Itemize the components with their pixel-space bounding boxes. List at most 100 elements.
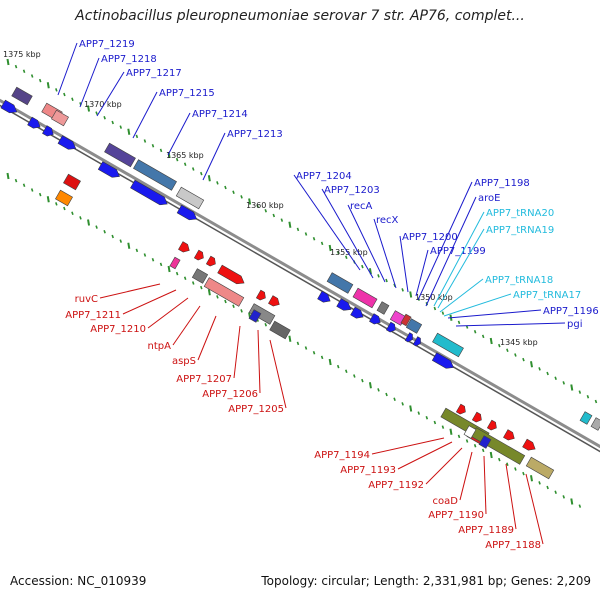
gene-arrow bbox=[268, 295, 280, 307]
label-leader-line bbox=[197, 315, 217, 361]
tick-mark bbox=[320, 355, 324, 360]
gene-box-rect bbox=[104, 142, 136, 168]
gene-box bbox=[51, 109, 69, 127]
gene-label: aspS bbox=[172, 356, 196, 367]
gene-arrow bbox=[503, 429, 515, 441]
tick-mark bbox=[200, 171, 203, 176]
tick-mark bbox=[127, 242, 131, 249]
tick-mark bbox=[264, 209, 267, 213]
gene-label: APP7_1211 bbox=[65, 310, 121, 321]
tick-mark bbox=[498, 343, 501, 348]
scale-label: 1360 kbp bbox=[246, 201, 284, 210]
tick-mark bbox=[207, 289, 211, 296]
tick-mark bbox=[336, 364, 340, 369]
gene-arrow-shape bbox=[193, 249, 204, 261]
tick-mark bbox=[409, 291, 413, 298]
tick-mark bbox=[143, 253, 147, 257]
gene-box-rect bbox=[478, 435, 492, 449]
label-leader-line bbox=[202, 132, 226, 181]
label-leader-line bbox=[122, 289, 177, 315]
gene-arrow-shape bbox=[431, 352, 454, 369]
scale-label: 1375 kbp bbox=[3, 50, 41, 59]
tick-mark bbox=[546, 485, 549, 490]
tick-mark bbox=[103, 230, 106, 234]
tick-mark bbox=[457, 434, 461, 439]
tick-mark bbox=[304, 232, 308, 236]
gene-label: APP7_1219 bbox=[79, 39, 135, 50]
gene-arrow bbox=[336, 298, 352, 311]
tick-mark bbox=[393, 397, 396, 401]
tick-mark bbox=[135, 248, 139, 253]
tick-mark bbox=[151, 143, 155, 148]
tick-mark bbox=[256, 204, 259, 208]
tick-mark bbox=[433, 420, 437, 425]
gene-label: APP7_1200 bbox=[402, 232, 458, 243]
tick-mark bbox=[30, 188, 34, 192]
gene-box bbox=[405, 318, 423, 334]
gene-arrow-shape bbox=[404, 332, 413, 343]
tick-mark bbox=[578, 504, 582, 508]
gene-arrow-shape bbox=[130, 179, 168, 206]
tick-mark bbox=[401, 288, 404, 292]
gene-arrow bbox=[404, 332, 413, 343]
scale-label: 1350 kbp bbox=[415, 293, 453, 302]
gene-box-rect bbox=[175, 186, 205, 210]
tick-mark bbox=[6, 172, 10, 180]
label-leader-line bbox=[167, 112, 191, 156]
tick-mark bbox=[465, 439, 469, 443]
tick-mark bbox=[570, 384, 574, 391]
tick-mark bbox=[95, 111, 98, 115]
tick-mark bbox=[175, 157, 179, 162]
gene-box-rect bbox=[191, 268, 209, 284]
gene-label: APP7_1190 bbox=[428, 510, 484, 521]
gene-arrow bbox=[176, 204, 198, 221]
tick-mark bbox=[473, 443, 477, 448]
gene-label: APP7_1217 bbox=[126, 68, 182, 79]
tick-mark bbox=[377, 388, 380, 392]
gene-box-rect bbox=[203, 277, 245, 307]
gene-label: APP7_1203 bbox=[324, 185, 380, 196]
gene-arrow-shape bbox=[57, 135, 77, 150]
gene-arrow-shape bbox=[522, 438, 536, 451]
gene-label: APP7_1194 bbox=[314, 450, 370, 461]
tick-mark bbox=[111, 234, 114, 239]
tick-mark bbox=[586, 395, 590, 399]
gene-label: coaD bbox=[433, 496, 459, 507]
label-leader-line bbox=[459, 451, 473, 501]
gene-label: APP7_1214 bbox=[192, 109, 248, 120]
tick-mark bbox=[240, 195, 243, 199]
tick-mark bbox=[159, 262, 163, 267]
gene-label: recA bbox=[350, 201, 373, 212]
label-leader-line bbox=[371, 437, 445, 455]
tick-mark bbox=[368, 382, 372, 389]
gene-label: APP7_1205 bbox=[228, 404, 284, 415]
gene-box-rect bbox=[376, 301, 390, 315]
tick-mark bbox=[232, 304, 235, 308]
tick-mark bbox=[304, 346, 308, 350]
tick-mark bbox=[538, 367, 541, 371]
tick-mark bbox=[87, 219, 91, 226]
gene-arrow bbox=[522, 438, 536, 451]
label-leader-line bbox=[399, 235, 409, 293]
gene-label: APP7_1199 bbox=[430, 246, 486, 257]
gene-label: APP7_1189 bbox=[458, 525, 514, 536]
gene-box bbox=[376, 301, 390, 315]
gene-box-rect bbox=[169, 256, 181, 270]
tick-mark bbox=[328, 358, 332, 366]
gene-arrow bbox=[57, 135, 77, 150]
gene-box-rect bbox=[133, 159, 177, 191]
tick-mark bbox=[207, 175, 211, 182]
tick-mark bbox=[87, 105, 91, 112]
tick-mark bbox=[55, 202, 58, 206]
label-leader-line bbox=[439, 278, 484, 313]
tick-mark bbox=[151, 257, 155, 262]
label-leader-line bbox=[425, 447, 463, 485]
gene-label: APP7_tRNA18 bbox=[485, 275, 553, 286]
label-leader-line bbox=[99, 283, 161, 299]
tick-mark bbox=[135, 134, 139, 139]
tick-mark bbox=[441, 425, 445, 429]
gene-label: APP7_1210 bbox=[90, 324, 146, 335]
map-title: Actinobacillus pleuropneumoniae serovar … bbox=[75, 8, 525, 24]
gene-arrow bbox=[42, 125, 54, 137]
